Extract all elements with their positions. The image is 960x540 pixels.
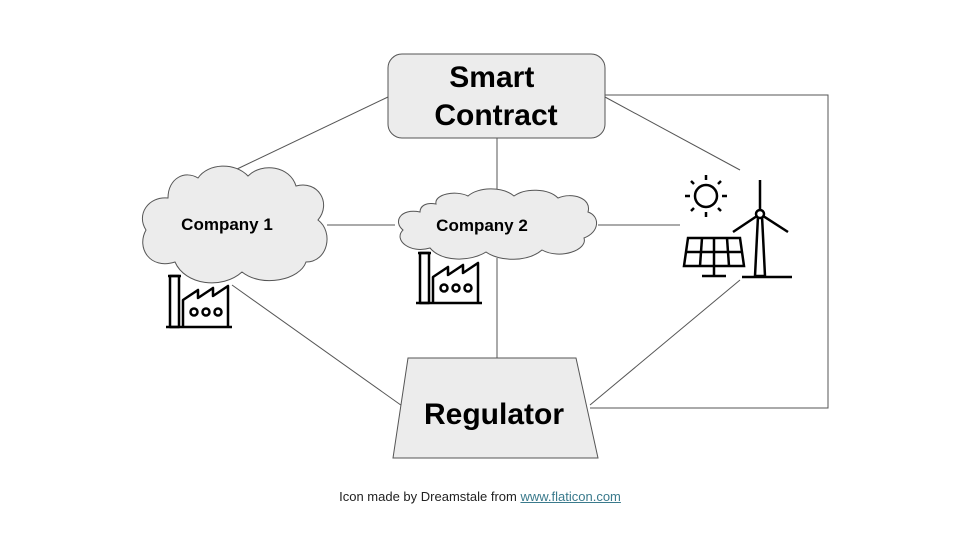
edge-contract-energy	[605, 97, 740, 170]
smart-contract-node[interactable]: Smart Contract	[388, 54, 605, 138]
solar-panel-icon	[684, 238, 744, 276]
attribution: Icon made by Dreamstale from www.flatico…	[0, 489, 960, 504]
attribution-text: Icon made by Dreamstale from	[339, 489, 520, 504]
regulator-node[interactable]: Regulator	[393, 358, 598, 458]
edge-contract-company1	[235, 97, 388, 170]
factory-icon	[416, 253, 482, 303]
smart-contract-label-line2: Contract	[434, 99, 557, 132]
company1-label: Company 1	[181, 215, 273, 234]
company2-label: Company 2	[436, 216, 528, 235]
company2-node[interactable]: Company 2	[398, 189, 596, 259]
company1-node[interactable]: Company 1	[142, 166, 327, 283]
edge-company1-regulator	[232, 285, 405, 408]
smart-contract-label-line1: Smart	[449, 61, 534, 94]
renewable-energy-icon	[684, 175, 792, 277]
flaticon-link[interactable]: www.flaticon.com	[520, 489, 620, 504]
factory-icon	[166, 276, 232, 327]
regulator-label: Regulator	[424, 398, 564, 431]
edge-energy-regulator	[590, 280, 740, 405]
sun-icon	[685, 175, 727, 217]
